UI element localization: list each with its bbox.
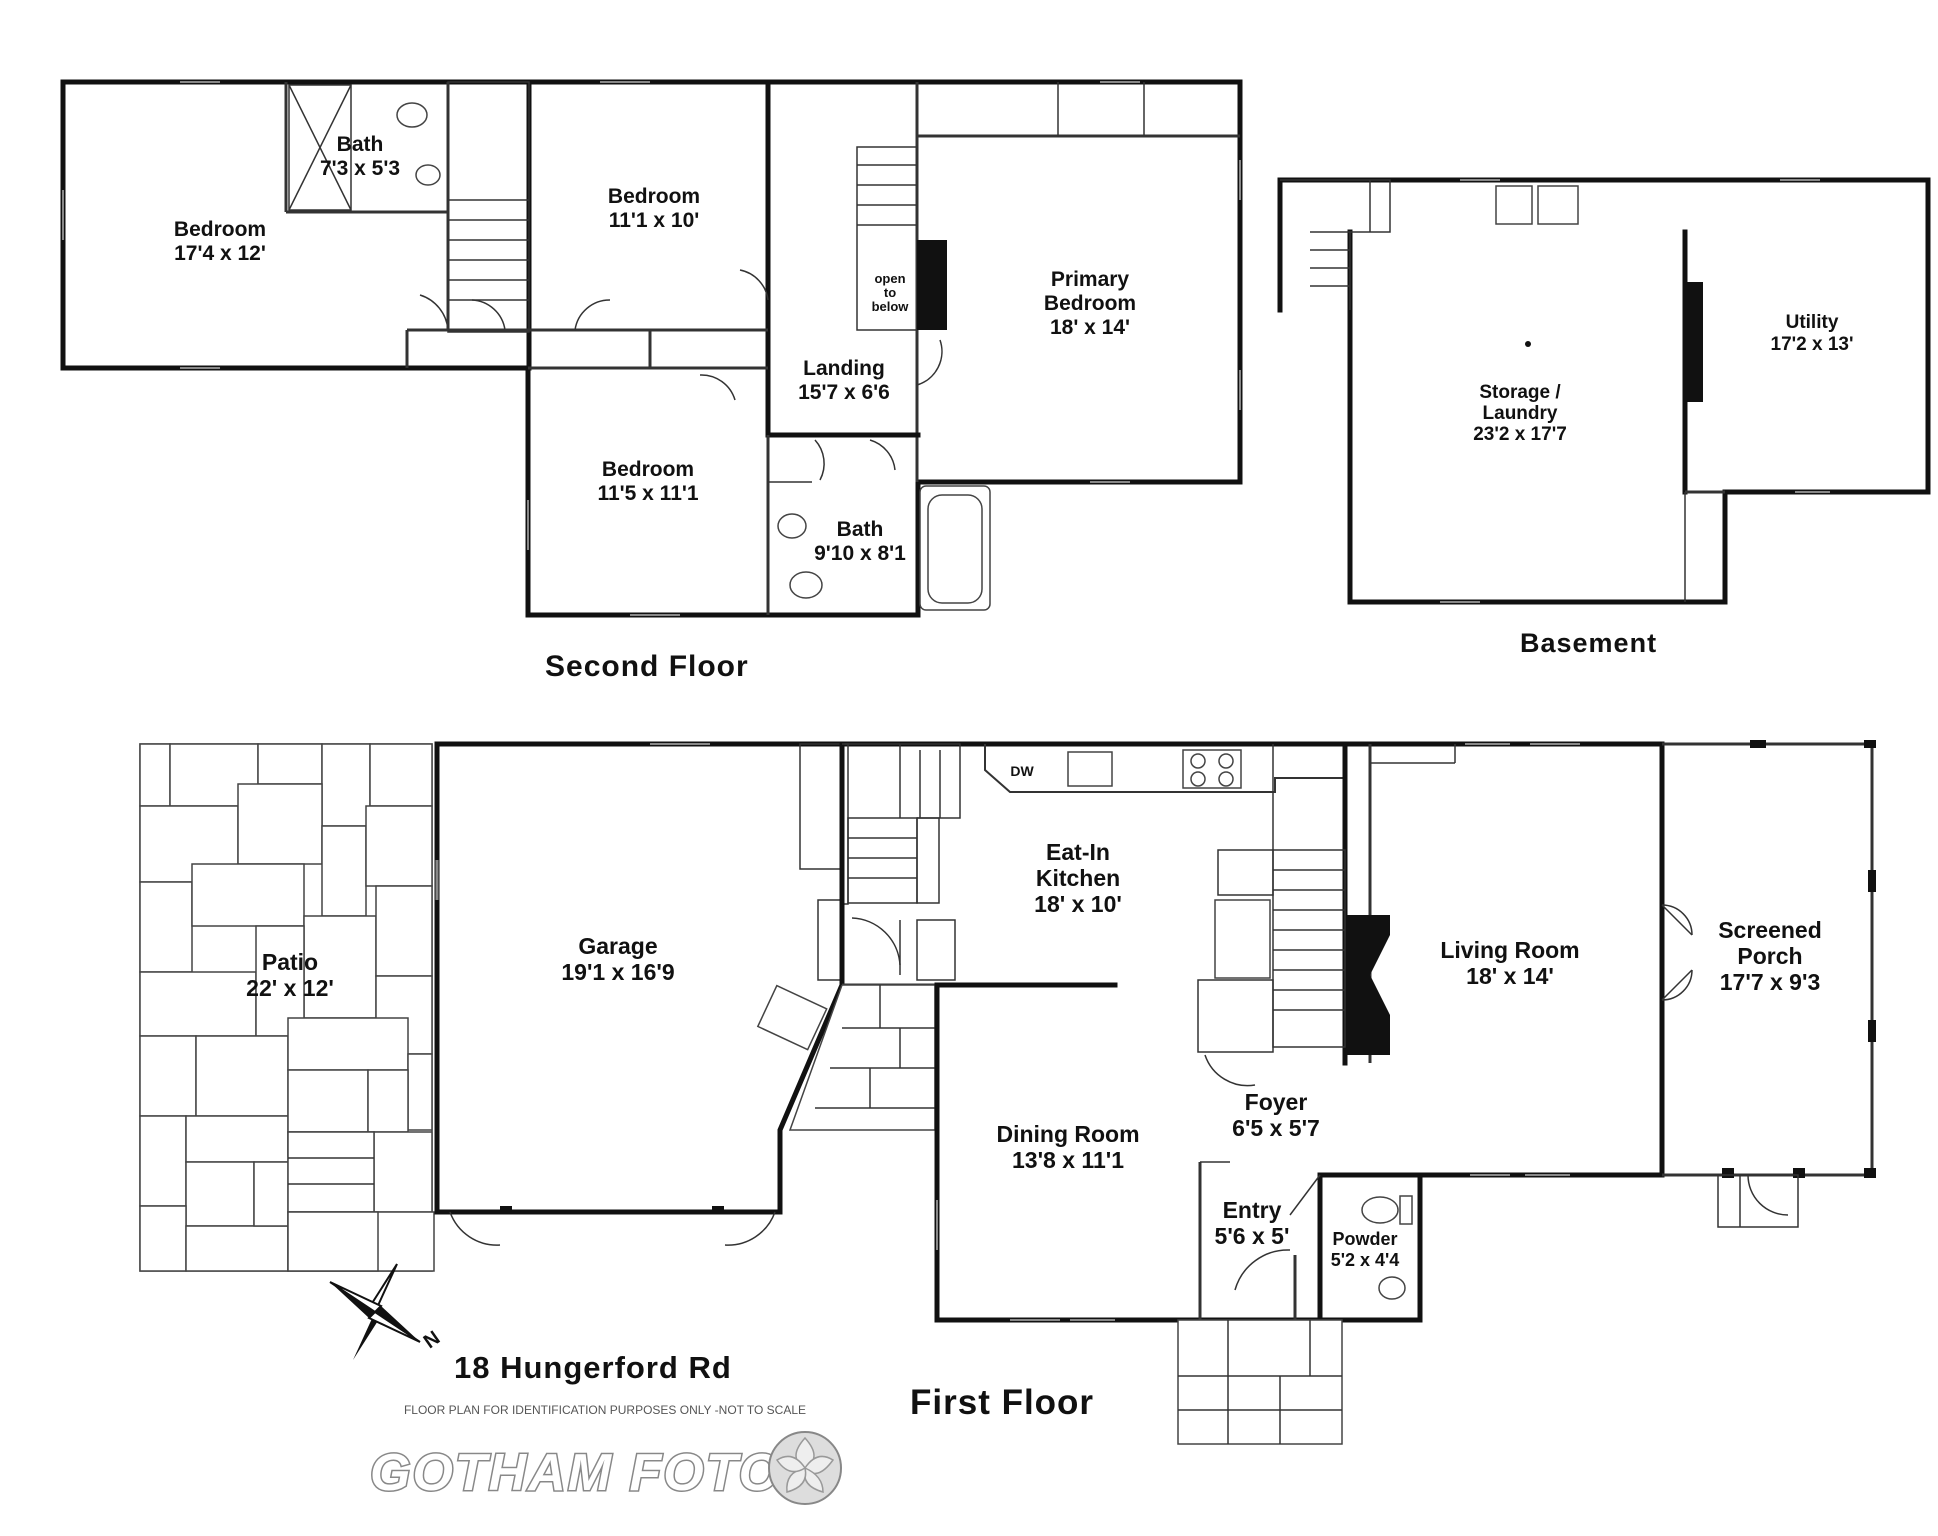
room-name-dining-room: Dining Room bbox=[996, 1121, 1139, 1147]
room-name-bedroom-2: Bedroom bbox=[608, 185, 700, 208]
disclaimer-text: FLOOR PLAN FOR IDENTIFICATION PURPOSES O… bbox=[404, 1403, 806, 1417]
room-name-foyer: Foyer bbox=[1245, 1089, 1308, 1115]
room-name-bath-1: Bath bbox=[337, 133, 384, 156]
compass-north-label: N bbox=[420, 1327, 444, 1353]
room-dim-garage: 19'1 x 16'9 bbox=[561, 959, 674, 985]
room-dim-dining-room: 13'8 x 11'1 bbox=[1012, 1147, 1124, 1173]
room-dim-kitchen: 18' x 10' bbox=[1034, 891, 1122, 917]
basement-plan bbox=[1277, 177, 1931, 605]
compass-rose-icon bbox=[329, 1263, 421, 1360]
room-name-entry: Entry bbox=[1223, 1197, 1282, 1223]
brand-flower-icon bbox=[768, 1431, 842, 1505]
open-to-below-line2: to bbox=[884, 285, 896, 300]
room-name-primary-bedroom-line1: Primary bbox=[1051, 268, 1130, 291]
open-to-below-line1: open bbox=[874, 271, 905, 286]
room-dim-bath-2: 9'10 x 8'1 bbox=[814, 542, 906, 565]
room-name-utility: Utility bbox=[1786, 312, 1839, 333]
room-name-powder: Powder bbox=[1332, 1229, 1397, 1249]
room-name-primary-bedroom-line2: Bedroom bbox=[1044, 292, 1136, 315]
room-dim-patio: 22' x 12' bbox=[246, 975, 334, 1001]
room-dim-bedroom-3: 11'5 x 11'1 bbox=[597, 482, 698, 505]
room-dim-powder: 5'2 x 4'4 bbox=[1331, 1250, 1400, 1270]
room-name-bedroom-1: Bedroom bbox=[174, 218, 266, 241]
first-floor-plan bbox=[139, 740, 1876, 1445]
dishwasher-label: DW bbox=[1010, 763, 1034, 779]
room-dim-bedroom-1: 17'4 x 12' bbox=[174, 242, 266, 265]
room-name-patio: Patio bbox=[262, 949, 318, 975]
room-dim-landing: 15'7 x 6'6 bbox=[798, 381, 890, 404]
address-label: 18 Hungerford Rd bbox=[454, 1350, 732, 1385]
room-name-living-room: Living Room bbox=[1440, 937, 1579, 963]
room-name-landing: Landing bbox=[803, 357, 885, 380]
room-name-kitchen-line2: Kitchen bbox=[1036, 865, 1120, 891]
room-dim-utility: 17'2 x 13' bbox=[1771, 334, 1854, 355]
room-dim-storage: 23'2 x 17'7 bbox=[1473, 424, 1567, 445]
room-name-kitchen-line1: Eat-In bbox=[1046, 839, 1110, 865]
room-dim-foyer: 6'5 x 5'7 bbox=[1232, 1115, 1320, 1141]
room-dim-living-room: 18' x 14' bbox=[1466, 963, 1554, 989]
floor-title-second: Second Floor bbox=[545, 650, 749, 683]
room-name-storage-line1: Storage / bbox=[1479, 382, 1561, 403]
room-name-bedroom-3: Bedroom bbox=[602, 458, 694, 481]
floor-title-first: First Floor bbox=[910, 1383, 1094, 1422]
room-dim-bedroom-2: 11'1 x 10' bbox=[609, 209, 700, 232]
brand-logo-text: GOTHAM FOTO bbox=[370, 1444, 781, 1502]
room-name-garage: Garage bbox=[578, 933, 657, 959]
room-name-porch-line2: Porch bbox=[1737, 943, 1802, 969]
room-dim-primary-bedroom: 18' x 14' bbox=[1050, 316, 1130, 339]
room-dim-porch: 17'7 x 9'3 bbox=[1720, 969, 1820, 995]
room-name-porch-line1: Screened bbox=[1718, 917, 1822, 943]
room-name-bath-2: Bath bbox=[837, 518, 884, 541]
room-dim-entry: 5'6 x 5' bbox=[1215, 1223, 1290, 1249]
room-dim-bath-1: 7'3 x 5'3 bbox=[320, 157, 400, 180]
floor-title-basement: Basement bbox=[1520, 628, 1657, 658]
room-name-storage-line2: Laundry bbox=[1483, 403, 1558, 424]
open-to-below-line3: below bbox=[872, 299, 910, 314]
second-floor-plan bbox=[60, 79, 1243, 618]
